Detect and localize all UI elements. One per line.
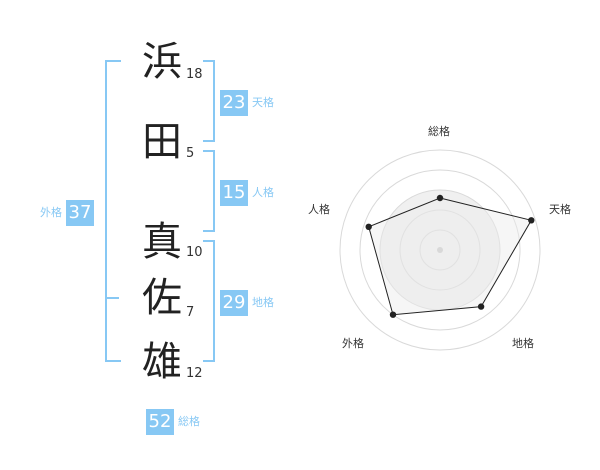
- radar-grid-ring: [339, 149, 541, 351]
- tenkaku-label: 天格: [252, 96, 274, 109]
- radar-label-jinkaku: 人格: [308, 203, 330, 216]
- radar-point-1: [436, 194, 444, 202]
- tenkaku-bracket: [203, 60, 215, 142]
- stroke-count-4: 7: [186, 305, 195, 320]
- chikaku-value: 29: [220, 290, 248, 316]
- soukaku-value: 52: [146, 409, 174, 435]
- soukaku-badge: 52 総格: [146, 409, 200, 435]
- radar-label-chikaku: 地格: [512, 337, 534, 350]
- radar-grid-ring: [359, 169, 521, 331]
- stroke-count-5: 12: [186, 366, 203, 381]
- radar-grid-ring: [399, 209, 481, 291]
- gaikaku-value: 37: [66, 200, 94, 226]
- radar-series-polygon: [368, 197, 533, 316]
- name-char-3: 真: [142, 219, 182, 265]
- stroke-count-1: 18: [186, 67, 203, 82]
- jinkaku-label: 人格: [252, 186, 274, 199]
- name-char-2: 田: [142, 119, 182, 165]
- gaikaku-label: 外格: [40, 206, 62, 219]
- radar-grid-ring: [419, 229, 461, 271]
- radar-label-gaikaku: 外格: [342, 337, 364, 350]
- stroke-count-2: 5: [186, 146, 195, 161]
- jinkaku-value: 15: [220, 180, 248, 206]
- jinkaku-bracket: [203, 150, 215, 232]
- radar-label-soukaku: 総格: [428, 125, 450, 138]
- jinkaku-badge: 15 人格: [220, 180, 274, 206]
- tenkaku-badge: 23 天格: [220, 90, 274, 116]
- radar-point-3: [477, 303, 485, 310]
- name-char-4: 佐: [142, 275, 182, 321]
- soukaku-label: 総格: [178, 415, 200, 428]
- chikaku-label: 地格: [252, 296, 274, 309]
- chikaku-badge: 29 地格: [220, 290, 274, 316]
- name-char-5: 雄: [142, 339, 182, 385]
- stroke-count-3: 10: [186, 245, 203, 260]
- radar-point-4: [389, 311, 397, 318]
- chikaku-bracket: [203, 240, 215, 362]
- name-char-1: 浜: [142, 39, 182, 85]
- gaikaku-bracket-tick: [105, 297, 119, 299]
- radar-label-tenkaku: 天格: [549, 203, 571, 216]
- gaikaku-bracket: [105, 60, 121, 362]
- tenkaku-value: 23: [220, 90, 248, 116]
- radar-point-5: [365, 223, 372, 230]
- radar-point-2: [528, 217, 535, 224]
- gaikaku-badge: 37 外格: [40, 200, 94, 226]
- radar-center-dot: [437, 247, 443, 253]
